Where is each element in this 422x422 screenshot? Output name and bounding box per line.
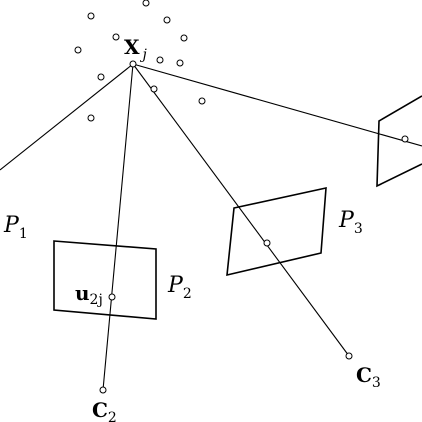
label-p3: P3 — [338, 208, 363, 237]
projection-p4-marker — [401, 135, 409, 143]
point-cloud-dot — [87, 114, 95, 122]
camera-center-c3-marker — [345, 352, 353, 360]
point-cloud — [74, 0, 206, 122]
camera-center-c2-marker — [99, 386, 107, 394]
point-cloud-dot — [142, 0, 150, 7]
rays — [0, 63, 422, 391]
point-cloud-dot — [180, 34, 188, 42]
point-cloud-dot — [156, 56, 164, 64]
point-cloud-dot — [176, 59, 184, 67]
ray-to-c2 — [102, 63, 134, 391]
point-cloud-dot — [97, 73, 105, 81]
image-plane-p2 — [53, 240, 157, 320]
label-c2: C2 — [92, 398, 117, 422]
label-u2j: u2j — [75, 281, 103, 308]
point-cloud-dot — [74, 46, 82, 54]
projection-p3-marker — [263, 239, 271, 247]
point-cloud-dot — [163, 16, 171, 24]
label-p2: P2 — [167, 273, 192, 302]
ray-to-c3 — [132, 63, 350, 357]
ray-to-c4 — [132, 63, 422, 147]
label-c3: C3 — [356, 363, 381, 391]
point-cloud-dot — [87, 12, 95, 20]
image-planes — [53, 95, 422, 320]
key-points — [99, 60, 409, 394]
point-xj-marker — [129, 60, 137, 68]
ray-to-c1 — [0, 63, 134, 171]
image-plane-p3 — [226, 186, 327, 277]
point-cloud-dot — [112, 33, 120, 41]
point-cloud-dot — [150, 85, 158, 93]
projection-u2j-marker — [108, 293, 116, 301]
label-p1: P1 — [3, 213, 28, 242]
point-cloud-dot — [198, 97, 206, 105]
image-plane-p4 — [376, 95, 422, 188]
